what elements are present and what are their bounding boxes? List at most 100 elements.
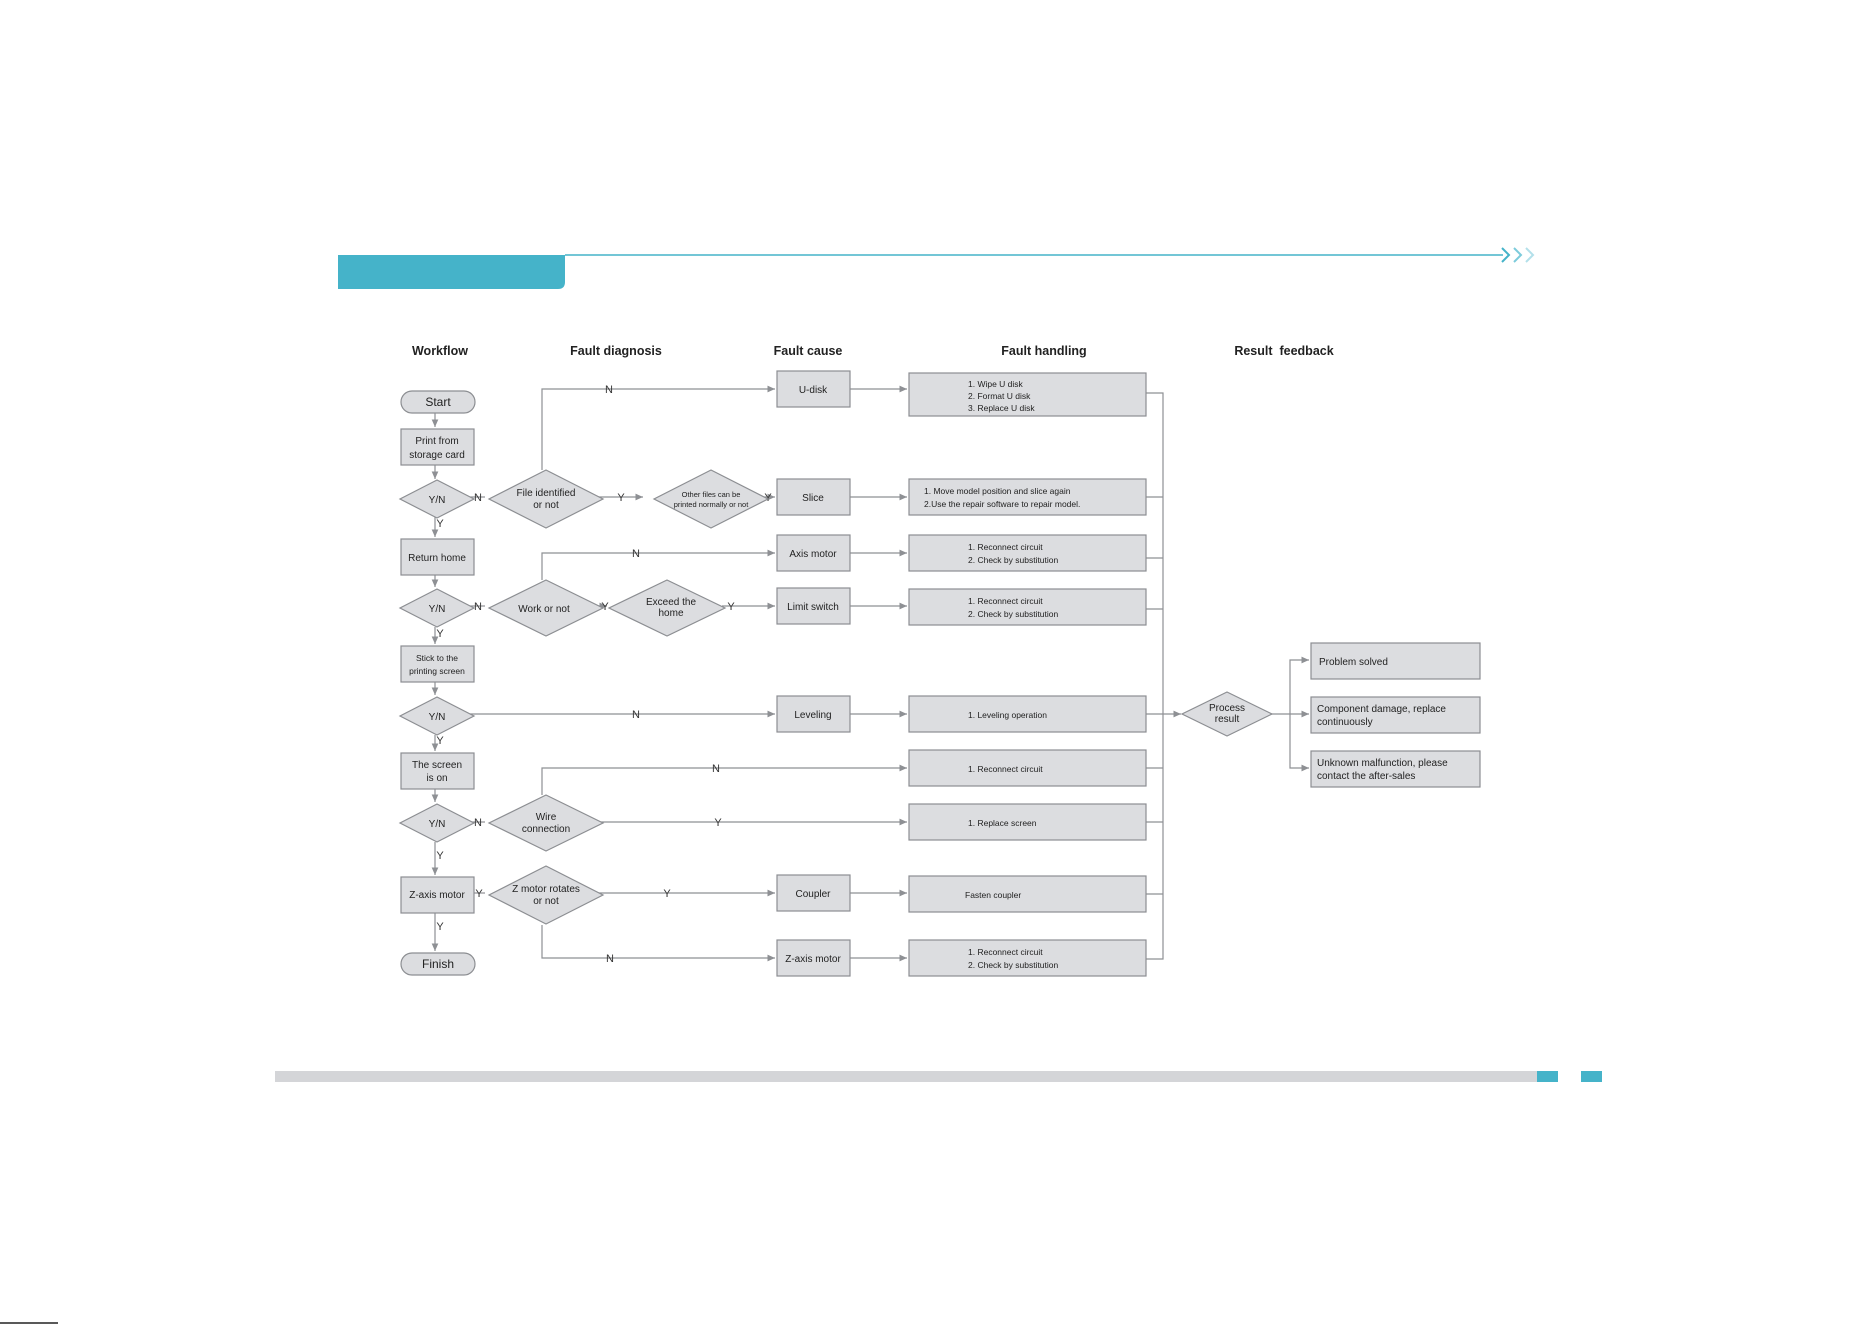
exceed-home-diamond: Exceed the home [607,579,727,637]
mark-n: N [632,709,640,721]
handling-zaxis-line-1: 1. Reconnect circuit [968,947,1043,957]
mark-y: Y [714,817,722,829]
process-result-diamond: Process result [1180,691,1274,737]
screen-on-box: The screen is on [400,752,475,790]
exceed-line-2: home [658,608,683,619]
handling-leveling: 1. Leveling operation [908,695,1147,733]
decision-yn-3: Y/N [398,696,476,736]
connectors [431,385,1309,962]
cause-axis-motor: Axis motor [776,534,851,572]
mark-y: Y [727,601,735,613]
result-unknown-line-1: Unknown malfunction, please [1317,758,1448,769]
handling-u-disk-line-2: 2. Format U disk [968,391,1031,401]
yn-label: Y/N [429,712,446,723]
file-line-2: or not [533,500,559,511]
cause-coupler-label: Coupler [795,889,831,900]
process-line-2: result [1215,714,1240,725]
print-line-2: storage card [409,450,465,461]
stick-line-1: Stick to the [416,653,458,663]
workflow-column: Start Print from storage card Y/N Return… [398,390,476,976]
cause-leveling-label: Leveling [794,710,831,721]
cause-z-axis-motor: Z-axis motor [776,939,851,977]
handling-replace-screen: 1. Replace screen [908,803,1147,841]
stick-to-screen-box: Stick to the printing screen [400,645,475,683]
yn-label: Y/N [429,495,446,506]
handling-screen-label: 1. Replace screen [968,818,1037,828]
handling-reconnect-circuit: 1. Reconnect circuit [908,749,1147,787]
handling-u-disk: 1. Wipe U disk 2. Format U disk 3. Repla… [908,372,1147,417]
cause-leveling: Leveling [776,695,851,733]
cause-u-disk-label: U-disk [799,385,828,396]
cause-u-disk: U-disk [776,370,851,408]
header-tab [338,255,565,289]
mark-y: Y [436,735,444,747]
handling-zaxis-line-2: 2. Check by substitution [968,960,1059,970]
handling-limit-line-2: 2. Check by substitution [968,609,1059,619]
result-unknown-malfunction: Unknown malfunction, please contact the … [1310,750,1481,788]
mark-y: Y [663,888,671,900]
wire-line-2: connection [522,824,570,835]
handling-axis-line-2: 2. Check by substitution [968,555,1059,565]
mark-y: Y [436,628,444,640]
cause-slice: Slice [776,478,851,516]
exceed-line-1: Exceed the [646,597,696,608]
decision-yn-4: Y/N [398,803,476,843]
mark-n: N [474,817,482,829]
screen-on-line-1: The screen [412,760,462,771]
result-component-line-1: Component damage, replace [1317,704,1446,715]
z-axis-motor-box: Z-axis motor [400,876,475,914]
file-identified-diamond: File identified or not [487,469,605,529]
result-column: Process result Problem solved Component … [1180,642,1481,788]
mark-y: Y [601,601,609,613]
column-header-result-feedback: Result feedback [1234,344,1333,358]
header-chevrons-icon [1501,247,1535,263]
handling-z-axis-motor: 1. Reconnect circuit 2. Check by substit… [908,939,1147,977]
other-line-2: printed normally or not [674,500,750,509]
cause-limit-switch-label: Limit switch [787,602,839,613]
footer-block-right [1581,1071,1602,1082]
mark-y: Y [436,850,444,862]
handling-axis-motor: 1. Reconnect circuit 2. Check by substit… [908,534,1147,572]
cause-limit-switch: Limit switch [776,587,851,625]
footer-block [1537,1071,1558,1082]
mark-n: N [632,548,640,560]
cause-column: U-disk Slice Axis motor Limit switch Lev… [776,370,851,977]
start-label: Start [425,395,451,409]
handling-column: 1. Wipe U disk 2. Format U disk 3. Repla… [908,372,1147,977]
handling-slice-line-1: 1. Move model position and slice again [924,486,1071,496]
mark-y: Y [617,492,625,504]
decision-yn-2: Y/N [398,588,476,628]
other-files-diamond: Other files can be printed normally or n… [652,469,770,529]
handling-coupler-label: Fasten coupler [965,890,1021,900]
footer-bar [275,1071,1537,1082]
column-header-fault-cause: Fault cause [774,344,843,358]
handling-slice: 1. Move model position and slice again 2… [908,478,1147,516]
handling-leveling-label: 1. Leveling operation [968,710,1047,720]
print-from-storage-box: Print from storage card [400,428,475,466]
result-component-damage: Component damage, replace continuously [1310,696,1481,734]
column-header-workflow: Workflow [412,344,468,358]
mark-y: Y [436,921,444,933]
zrot-line-1: Z motor rotates [512,884,580,895]
zrot-line-2: or not [533,896,559,907]
column-header-fault-handling: Fault handling [1001,344,1086,358]
wire-connection-diamond: Wire connection [487,794,605,852]
finish-label: Finish [422,957,454,971]
mark-n: N [474,492,482,504]
mark-n: N [712,763,720,775]
wire-line-1: Wire [536,812,557,823]
z-motor-rotates-diamond: Z motor rotates or not [487,865,605,925]
process-line-1: Process [1209,703,1245,714]
handling-slice-line-2: 2.Use the repair software to repair mode… [924,499,1080,509]
mark-n: N [474,601,482,613]
column-header-fault-diagnosis: Fault diagnosis [570,344,662,358]
stick-line-2: printing screen [409,666,465,676]
mark-y: Y [436,518,444,530]
handling-u-disk-line-1: 1. Wipe U disk [968,379,1024,389]
yn-label: Y/N [429,604,446,615]
work-or-not-diamond: Work or not [487,579,605,637]
z-axis-motor-label: Z-axis motor [409,890,465,901]
branch-marks: N Y N Y Y N Y N Y Y N Y N N Y Y Y Y N Y [436,384,772,965]
mark-n: N [606,953,614,965]
